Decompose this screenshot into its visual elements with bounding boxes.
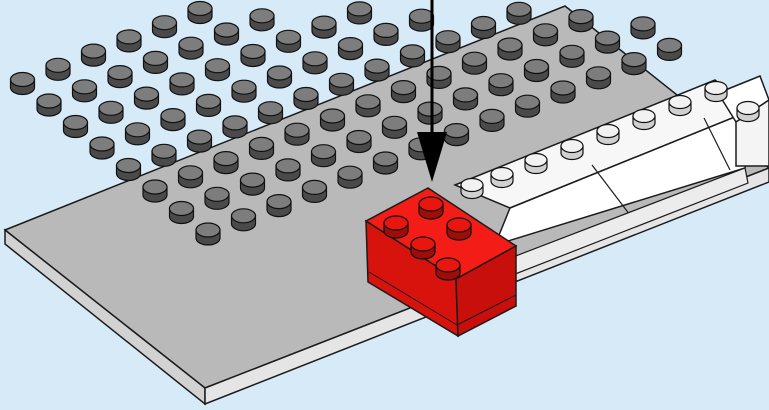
stud: [392, 81, 416, 103]
stud: [37, 94, 61, 116]
stud: [223, 116, 247, 138]
stud: [143, 180, 167, 202]
stud: [117, 159, 141, 181]
stud: [384, 216, 408, 238]
stud: [241, 173, 265, 195]
stud: [622, 53, 646, 75]
stud: [321, 109, 345, 131]
stud: [188, 2, 212, 24]
stud: [179, 37, 203, 59]
stud: [631, 17, 655, 39]
stud: [312, 16, 336, 38]
stud: [215, 23, 239, 45]
stud: [276, 159, 300, 181]
stud: [241, 45, 265, 67]
stud: [179, 166, 203, 188]
stud: [64, 116, 88, 138]
stud: [356, 95, 380, 117]
stud: [303, 52, 327, 74]
stud: [669, 96, 691, 116]
stud: [170, 73, 194, 95]
stud: [206, 59, 230, 81]
stud: [461, 179, 483, 199]
stud: [197, 94, 221, 116]
stud: [447, 218, 471, 240]
stud: [99, 101, 123, 123]
stud: [73, 80, 97, 102]
stud: [737, 102, 759, 122]
stud: [82, 44, 106, 66]
stud: [658, 38, 682, 60]
stud: [365, 59, 389, 81]
stud: [410, 9, 434, 31]
stud: [294, 88, 318, 110]
stud: [144, 51, 168, 73]
stud: [117, 30, 141, 52]
stud: [232, 80, 256, 102]
stud: [525, 60, 549, 82]
stud: [445, 124, 469, 146]
stud: [285, 123, 309, 145]
stud: [267, 195, 291, 217]
stud: [196, 223, 220, 245]
stud: [560, 45, 584, 67]
stud: [705, 82, 727, 102]
stud: [561, 140, 583, 160]
stud: [480, 109, 504, 131]
stud: [250, 9, 274, 31]
stud: [90, 137, 114, 159]
stud: [418, 102, 442, 124]
stud: [489, 74, 513, 96]
stud: [374, 23, 398, 45]
stud: [436, 31, 460, 53]
stud: [374, 152, 398, 174]
stud: [338, 166, 362, 188]
stud: [419, 197, 443, 219]
stud: [516, 95, 540, 117]
stud: [498, 38, 522, 60]
stud: [188, 130, 212, 152]
stud: [534, 24, 558, 46]
stud: [268, 66, 292, 88]
stud: [597, 125, 619, 145]
stud: [463, 52, 487, 74]
stud: [312, 145, 336, 167]
stud: [348, 2, 372, 24]
stud: [491, 168, 513, 188]
stud: [569, 10, 593, 32]
stud: [11, 73, 35, 95]
stud: [259, 102, 283, 124]
stud: [277, 30, 301, 52]
stud: [232, 209, 256, 231]
stud: [347, 131, 371, 153]
stud: [596, 31, 620, 53]
stud: [303, 180, 327, 202]
stud: [383, 116, 407, 138]
stud: [126, 123, 150, 145]
stud: [214, 152, 238, 174]
stud: [411, 237, 435, 259]
stud: [135, 87, 159, 109]
stud: [170, 202, 194, 224]
stud: [46, 58, 70, 80]
stud: [436, 258, 460, 280]
stud: [153, 16, 177, 38]
stud: [330, 73, 354, 95]
stud: [250, 137, 274, 159]
stud: [152, 144, 176, 166]
stud: [633, 110, 655, 130]
stud: [587, 67, 611, 89]
stud: [551, 81, 575, 103]
stud: [401, 45, 425, 67]
stud: [472, 17, 496, 39]
stud: [507, 2, 531, 24]
stud: [108, 66, 132, 88]
stud: [161, 109, 185, 131]
stud: [454, 88, 478, 110]
stud: [339, 38, 363, 60]
stud: [205, 187, 229, 209]
stud: [525, 154, 547, 174]
